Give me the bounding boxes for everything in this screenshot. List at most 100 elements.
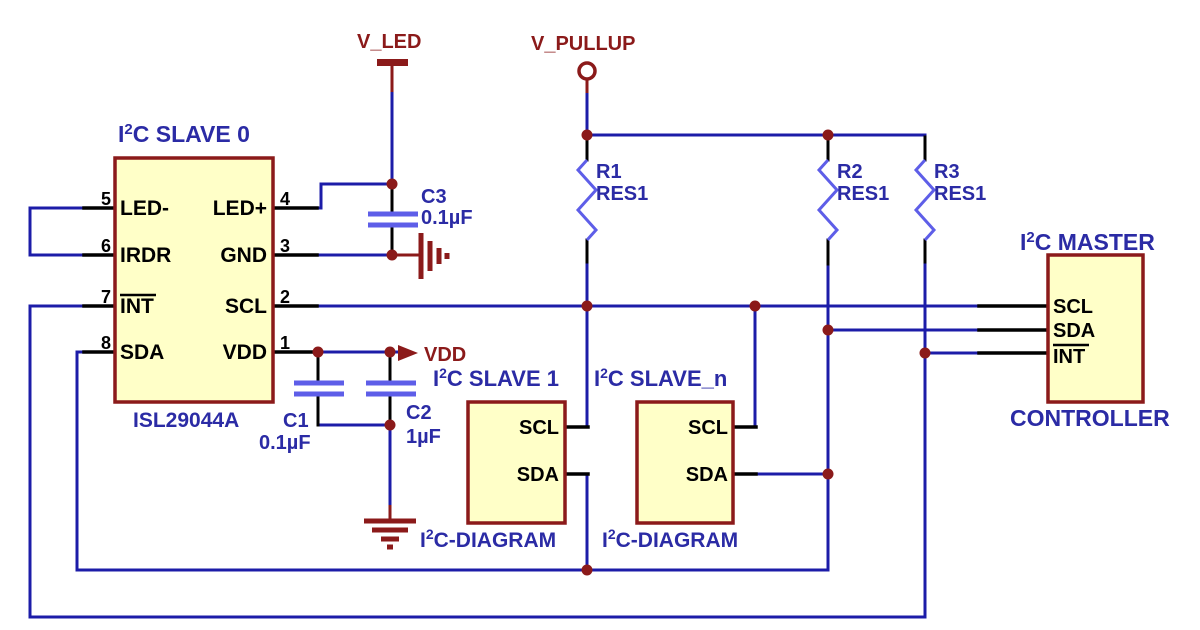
caption-pre: I — [420, 529, 426, 552]
junction-dots — [312, 129, 931, 576]
c3-ref: C3 — [421, 186, 447, 208]
ic-slave0-title: I2C SLAVE 0 — [118, 121, 250, 147]
ground-symbol-bottom-icon — [364, 518, 416, 550]
ic-slave1-pin-labels: SCL SDA — [517, 417, 559, 486]
title-pre: I — [1020, 229, 1026, 255]
ic-slave-n-caption: I2C-DIAGRAM — [602, 526, 738, 552]
pin-label-sda: SDA — [120, 341, 164, 364]
junction-dot — [384, 419, 396, 431]
pin-label-scl: SCL — [519, 417, 559, 439]
resistor-r2-body — [816, 158, 840, 242]
title-pre: I — [594, 366, 600, 391]
pin-label-vdd: VDD — [223, 341, 267, 364]
capacitor-labels: C3 0.1µF C1 0.1µF C2 1µF — [259, 186, 473, 454]
ic-master-title: I2C MASTER — [1020, 229, 1155, 255]
pin-label-int: INT — [1053, 346, 1085, 368]
ic-slave-n-box — [635, 400, 735, 525]
vled-label: V_LED — [357, 31, 421, 53]
ic-slave0-pin-labels-left: LED- IRDR INT SDA — [120, 197, 171, 364]
ic-slave0: I2C SLAVE 0 ISL29044A 5 6 7 8 4 3 2 1 LE… — [101, 121, 290, 432]
ic-slave1: I2C SLAVE 1 SCL SDA I2C-DIAGRAM — [420, 365, 559, 552]
junction-dot — [386, 178, 398, 190]
junction-dot — [581, 129, 593, 141]
title-sup: 2 — [600, 365, 608, 381]
title-pre: I — [433, 366, 439, 391]
title-pre: I — [118, 121, 124, 147]
pin-number: 6 — [101, 236, 111, 256]
title-sup: 2 — [439, 365, 447, 381]
title-post: C MASTER — [1035, 229, 1156, 255]
title-post: C SLAVE_n — [608, 366, 727, 391]
title-post: C SLAVE 1 — [447, 366, 559, 391]
ic-slave1-box — [466, 400, 567, 525]
pin-label-scl: SCL — [1053, 296, 1093, 318]
power-labels: V_LED V_PULLUP VDD — [357, 31, 635, 366]
junction-dot — [919, 347, 931, 359]
resistor-r3-body — [913, 158, 937, 242]
pin-label-led-minus: LED- — [120, 197, 169, 220]
title-post: C SLAVE 0 — [133, 121, 250, 147]
ic-master: I2C MASTER SCL SDA INT CONTROLLER — [1010, 229, 1170, 431]
ic-master-caption: CONTROLLER — [1010, 405, 1170, 431]
pin-number: 1 — [280, 333, 290, 353]
r2-value: RES1 — [837, 183, 889, 205]
junction-dot — [312, 346, 324, 358]
caption-sup: 2 — [608, 526, 616, 542]
c1-ref: C1 — [283, 410, 309, 432]
component-bodies — [294, 158, 937, 397]
resistor-r1-body — [575, 158, 599, 242]
wire-sda-net — [75, 262, 830, 572]
c3-value: 0.1µF — [421, 207, 473, 229]
ic-slave0-pin-numbers-right: 4 3 2 1 — [280, 189, 290, 353]
pin-label-sda: SDA — [686, 464, 728, 486]
ic-master-box — [1046, 253, 1145, 404]
c2-ref: C2 — [406, 402, 432, 424]
ic-slave0-pin-numbers-left: 5 6 7 8 — [101, 189, 111, 353]
power-symbols — [364, 59, 597, 550]
pin-number: 5 — [101, 189, 111, 209]
c2-value: 1µF — [406, 426, 441, 448]
r2-ref: R2 — [837, 161, 863, 183]
junction-dot — [822, 129, 834, 141]
wire-int-net — [28, 304, 981, 619]
junction-dot — [581, 300, 593, 312]
wire-led-plus — [315, 182, 394, 210]
wire-led-irdr-loop — [28, 206, 86, 257]
vpullup-terminal-icon — [577, 61, 597, 81]
junction-dot — [822, 468, 834, 480]
pin-number: 2 — [280, 287, 290, 307]
pin-number: 8 — [101, 333, 111, 353]
c1-value: 0.1µF — [259, 432, 311, 454]
pin-label-int: INT — [120, 295, 154, 318]
caption-post: C-DIAGRAM — [434, 529, 556, 552]
caption-post: C-DIAGRAM — [616, 529, 738, 552]
resistor-labels: R1 RES1 R2 RES1 R3 RES1 — [596, 161, 986, 205]
pin-number: 4 — [280, 189, 290, 209]
vpullup-label: V_PULLUP — [531, 33, 635, 55]
junction-dot — [822, 324, 834, 336]
caption-sup: 2 — [426, 526, 434, 542]
title-sup: 2 — [124, 121, 132, 138]
ic-boxes — [113, 156, 1145, 525]
vdd-label: VDD — [424, 344, 466, 366]
pin-label-scl: SCL — [688, 417, 728, 439]
junction-dot — [384, 346, 396, 358]
ic-slave1-title: I2C SLAVE 1 — [433, 365, 559, 391]
ic-slave0-box — [113, 156, 275, 404]
title-sup: 2 — [1026, 229, 1034, 246]
r1-ref: R1 — [596, 161, 622, 183]
pin-number: 7 — [101, 287, 111, 307]
pin-number: 3 — [280, 236, 290, 256]
ic-slave-n-pin-labels: SCL SDA — [686, 417, 728, 486]
junction-dot — [386, 249, 398, 261]
junction-dot — [581, 564, 593, 576]
pin-label-irdr: IRDR — [120, 244, 171, 267]
vdd-arrow-icon — [398, 345, 418, 361]
ic-slave0-pin-labels-right: LED+ GND SCL VDD — [213, 197, 267, 364]
ic-slave-n-title: I2C SLAVE_n — [594, 365, 727, 391]
r3-value: RES1 — [934, 183, 986, 205]
vled-power-bar-icon — [377, 59, 408, 66]
ic-slave0-part-number: ISL29044A — [133, 409, 239, 432]
